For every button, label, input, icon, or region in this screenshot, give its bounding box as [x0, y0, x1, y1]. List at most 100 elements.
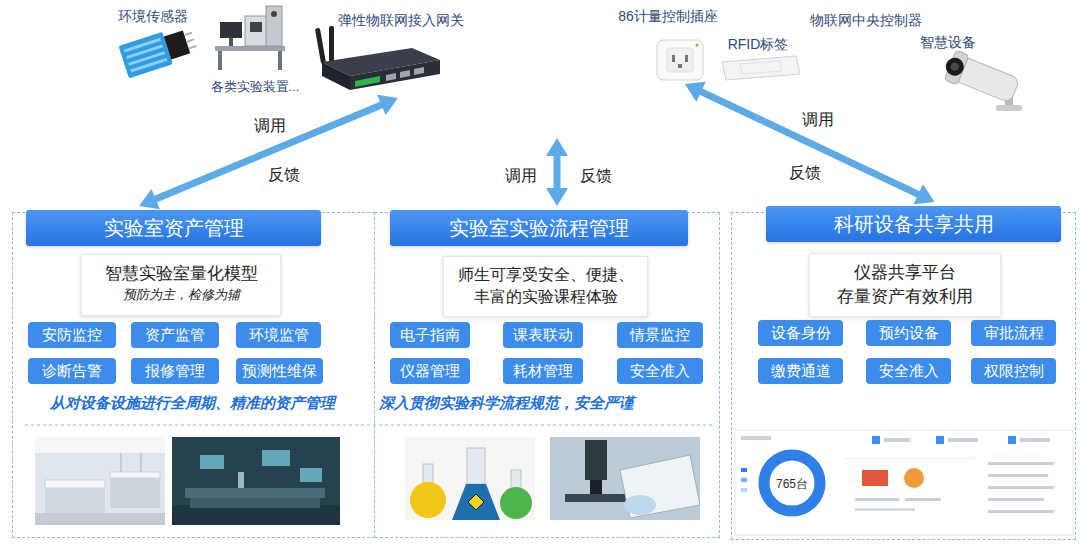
dashboard-screenshot-part — [904, 468, 924, 488]
button-label: 设备身份 — [764, 320, 837, 346]
button-label: 情景监控 — [623, 322, 697, 348]
function-button: 环境监管 — [236, 322, 321, 348]
microscope-photo — [550, 437, 700, 520]
double-arrow — [685, 82, 935, 205]
label-slot: 从对设备设施进行全周期、精准的资产管理 — [50, 394, 335, 413]
function-button: 设备身份 — [758, 320, 843, 346]
dashboard-screenshot-part — [988, 474, 1048, 477]
flasks-photo-part — [467, 448, 485, 484]
rfid-tag-icon-part — [722, 56, 800, 80]
virtual-lab-render-part — [185, 488, 325, 498]
callout-box: 智慧实验室量化模型预防为主，检修为辅 — [81, 254, 281, 316]
function-button: 审批流程 — [971, 320, 1056, 346]
dashboard-screenshot-part — [988, 498, 1044, 501]
gateway-icon-part — [400, 70, 410, 78]
camera-icon — [940, 49, 1022, 111]
virtual-lab-render-part — [300, 468, 322, 482]
arrow-label: 调用 — [503, 166, 539, 187]
lab-photo-part — [35, 437, 165, 525]
dashboard-screenshot-part — [845, 458, 975, 459]
button-label: 缴费通道 — [764, 358, 837, 384]
dashboard-screenshot-part — [905, 498, 941, 501]
dashboard-screenshot-part — [735, 430, 1073, 535]
arrow-label: 调用 — [252, 116, 288, 137]
lab-apparatus-icon-part — [271, 11, 277, 17]
center-double-arrow-part — [546, 188, 568, 206]
virtual-lab-render-part — [190, 498, 320, 508]
lab-photo-part — [45, 480, 105, 488]
center-double-arrow — [546, 138, 568, 206]
lab-photo-part — [110, 478, 160, 508]
socket-icon-part — [685, 55, 688, 62]
slogan-text: 从对设备设施进行全周期、精准的资产管理 — [50, 394, 335, 413]
socket-icon-part — [672, 55, 675, 62]
device-label: 弹性物联网接入网关 — [338, 12, 464, 30]
dashboard-screenshot-part — [884, 438, 910, 442]
button-label: 预测性维保 — [242, 358, 317, 384]
camera-body-part — [943, 55, 966, 78]
function-button: 预约设备 — [866, 320, 951, 346]
button-label: 报修管理 — [137, 358, 213, 384]
arrow-head — [914, 184, 935, 204]
button-label: 审批流程 — [977, 320, 1050, 346]
button-label: 安全准入 — [623, 358, 697, 384]
button-label: 权限控制 — [977, 358, 1050, 384]
label-slot: 深入贯彻实验科学流程规范，安全严谨 — [379, 394, 634, 413]
device-item: RFID标签 — [712, 36, 804, 84]
microscope-photo-part — [550, 437, 700, 520]
socket-icon — [657, 40, 703, 80]
dashboard-screenshot-part — [862, 470, 888, 486]
device-item: 弹性物联网接入网关 — [310, 12, 470, 94]
lab-photo-part — [35, 437, 165, 453]
socket-icon-part — [667, 48, 693, 72]
gateway-icon-part — [386, 73, 396, 81]
lab-photo-part — [35, 513, 165, 525]
gateway-icon-part — [322, 62, 350, 90]
module-panel: 实验室资产管理智慧实验室量化模型预防为主，检修为辅安防监控资产监管环境监管诊断告… — [12, 212, 375, 538]
dashboard-screenshot-part — [988, 510, 1054, 513]
module-header: 科研设备共享共用 — [766, 206, 1061, 242]
label-slot: 调用 — [252, 116, 288, 137]
dashboard-screenshot-part — [1020, 438, 1050, 442]
device-item: 各类实验装置... — [205, 2, 305, 96]
microscope-photo-part — [620, 455, 700, 518]
device-label: 环境传感器 — [118, 8, 188, 26]
function-button: 仪器管理 — [390, 358, 470, 384]
microscope-photo-part — [624, 495, 656, 515]
module-panel: 实验室实验流程管理师生可享受安全、便捷、 丰富的实验课程体验电子指南课表联动情景… — [375, 212, 720, 538]
label-slot: 物联网中央控制器 — [810, 12, 922, 30]
center-double-arrow-part — [554, 152, 561, 192]
arrow-head — [685, 82, 706, 102]
sensor-icon-part — [186, 38, 194, 42]
module-header: 实验室实验流程管理 — [390, 210, 688, 246]
function-button: 预测性维保 — [236, 358, 323, 384]
gateway-icon-part — [315, 28, 326, 64]
arrow-label: 反馈 — [578, 166, 614, 187]
sensor-icon-part — [124, 38, 161, 53]
function-button: 情景监控 — [617, 322, 703, 348]
socket-icon-part — [657, 40, 703, 80]
button-label: 安全准入 — [872, 358, 945, 384]
virtual-lab-render-part — [172, 437, 340, 525]
flasks-photo-part — [500, 487, 532, 519]
dashboard-screenshot-part — [948, 438, 978, 442]
dashboard-screenshot-part — [936, 436, 944, 444]
gateway-icon-part — [355, 76, 380, 87]
button-label: 安防监控 — [34, 322, 110, 348]
dashboard-screenshot-part — [1008, 436, 1016, 444]
callout-title: 智慧实验室量化模型 — [90, 262, 272, 286]
button-label: 诊断告警 — [34, 358, 110, 384]
function-button: 安全准入 — [866, 358, 951, 384]
sensor-icon-part — [128, 51, 165, 66]
rfid-tag-icon-part — [740, 61, 782, 74]
function-button: 缴费通道 — [758, 358, 843, 384]
virtual-lab-render — [172, 437, 340, 525]
label-slot: 反馈 — [266, 165, 302, 186]
dashboard-screenshot-part — [872, 436, 880, 444]
microscope-photo-part — [585, 440, 607, 480]
camera-body-part — [950, 62, 960, 72]
double-arrow — [139, 95, 398, 209]
gateway-icon — [315, 26, 440, 90]
center-double-arrow-part — [546, 138, 568, 156]
